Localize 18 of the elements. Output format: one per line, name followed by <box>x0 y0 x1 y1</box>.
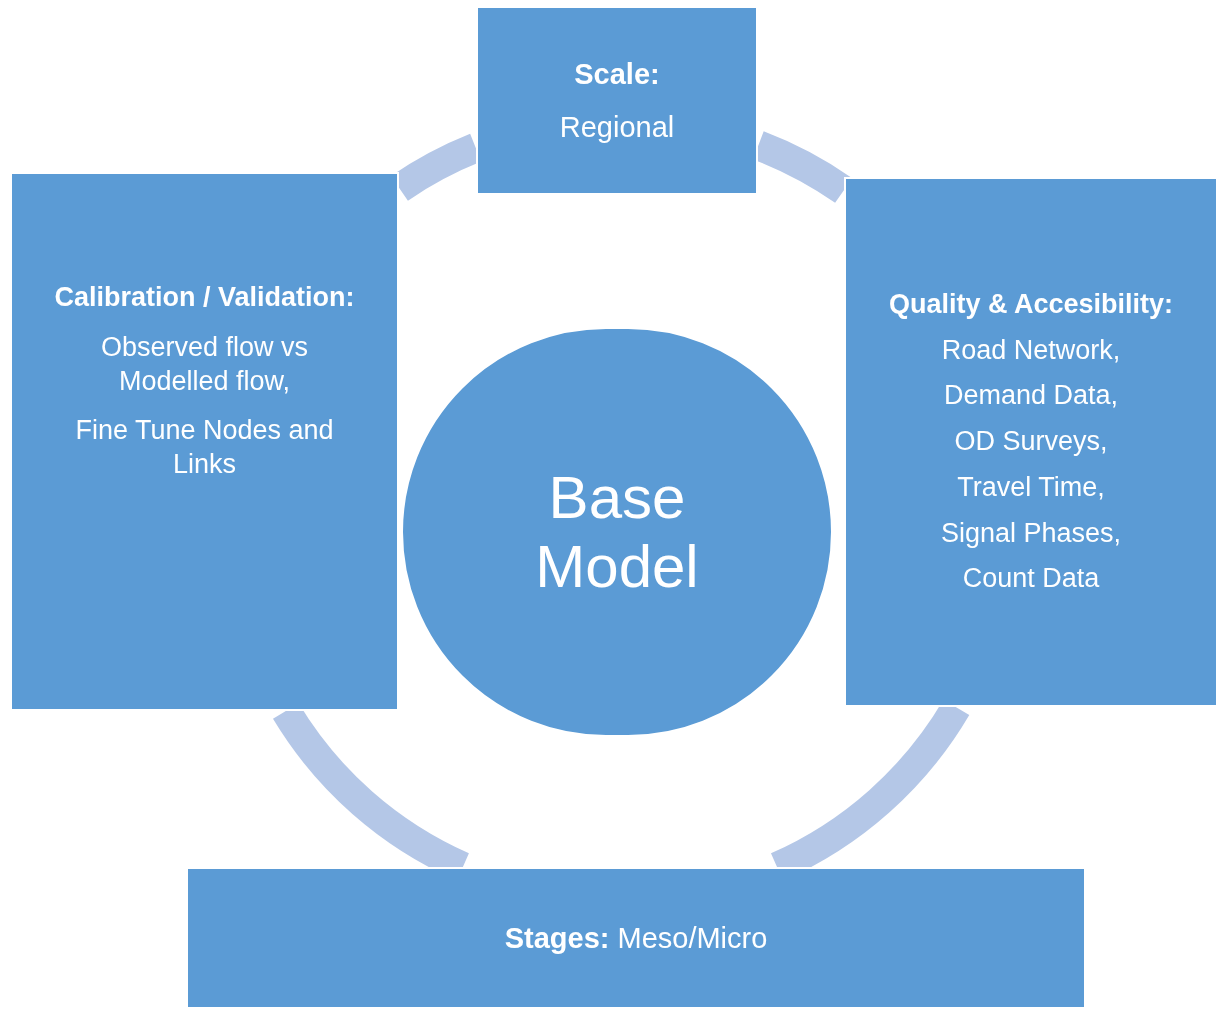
body-text: Road Network, <box>941 333 1121 367</box>
heading-text: Quality & Accesibility: <box>888 287 1174 321</box>
body-text: Signal Phases, <box>940 516 1122 550</box>
body-text: Demand Data, <box>943 379 1119 413</box>
heading-text: Calibration / Validation: <box>54 281 355 315</box>
body-text: Count Data <box>962 562 1100 596</box>
body-text: Fine Tune Nodes and Links <box>74 414 335 482</box>
stages-box <box>186 867 1086 1009</box>
heading-text: Scale: <box>574 57 660 93</box>
quality-box <box>844 177 1218 707</box>
body-text: Stages: Meso/Micro <box>504 920 768 956</box>
body-text: Observed flow vs Modelled flow, <box>99 330 310 398</box>
body-text: OD Surveys, <box>954 425 1108 459</box>
body-text: Regional <box>559 109 675 145</box>
body-text: Base Model <box>534 463 700 601</box>
scale-box <box>476 6 758 195</box>
calibration-box <box>10 172 399 711</box>
body-text: Travel Time, <box>957 470 1105 504</box>
